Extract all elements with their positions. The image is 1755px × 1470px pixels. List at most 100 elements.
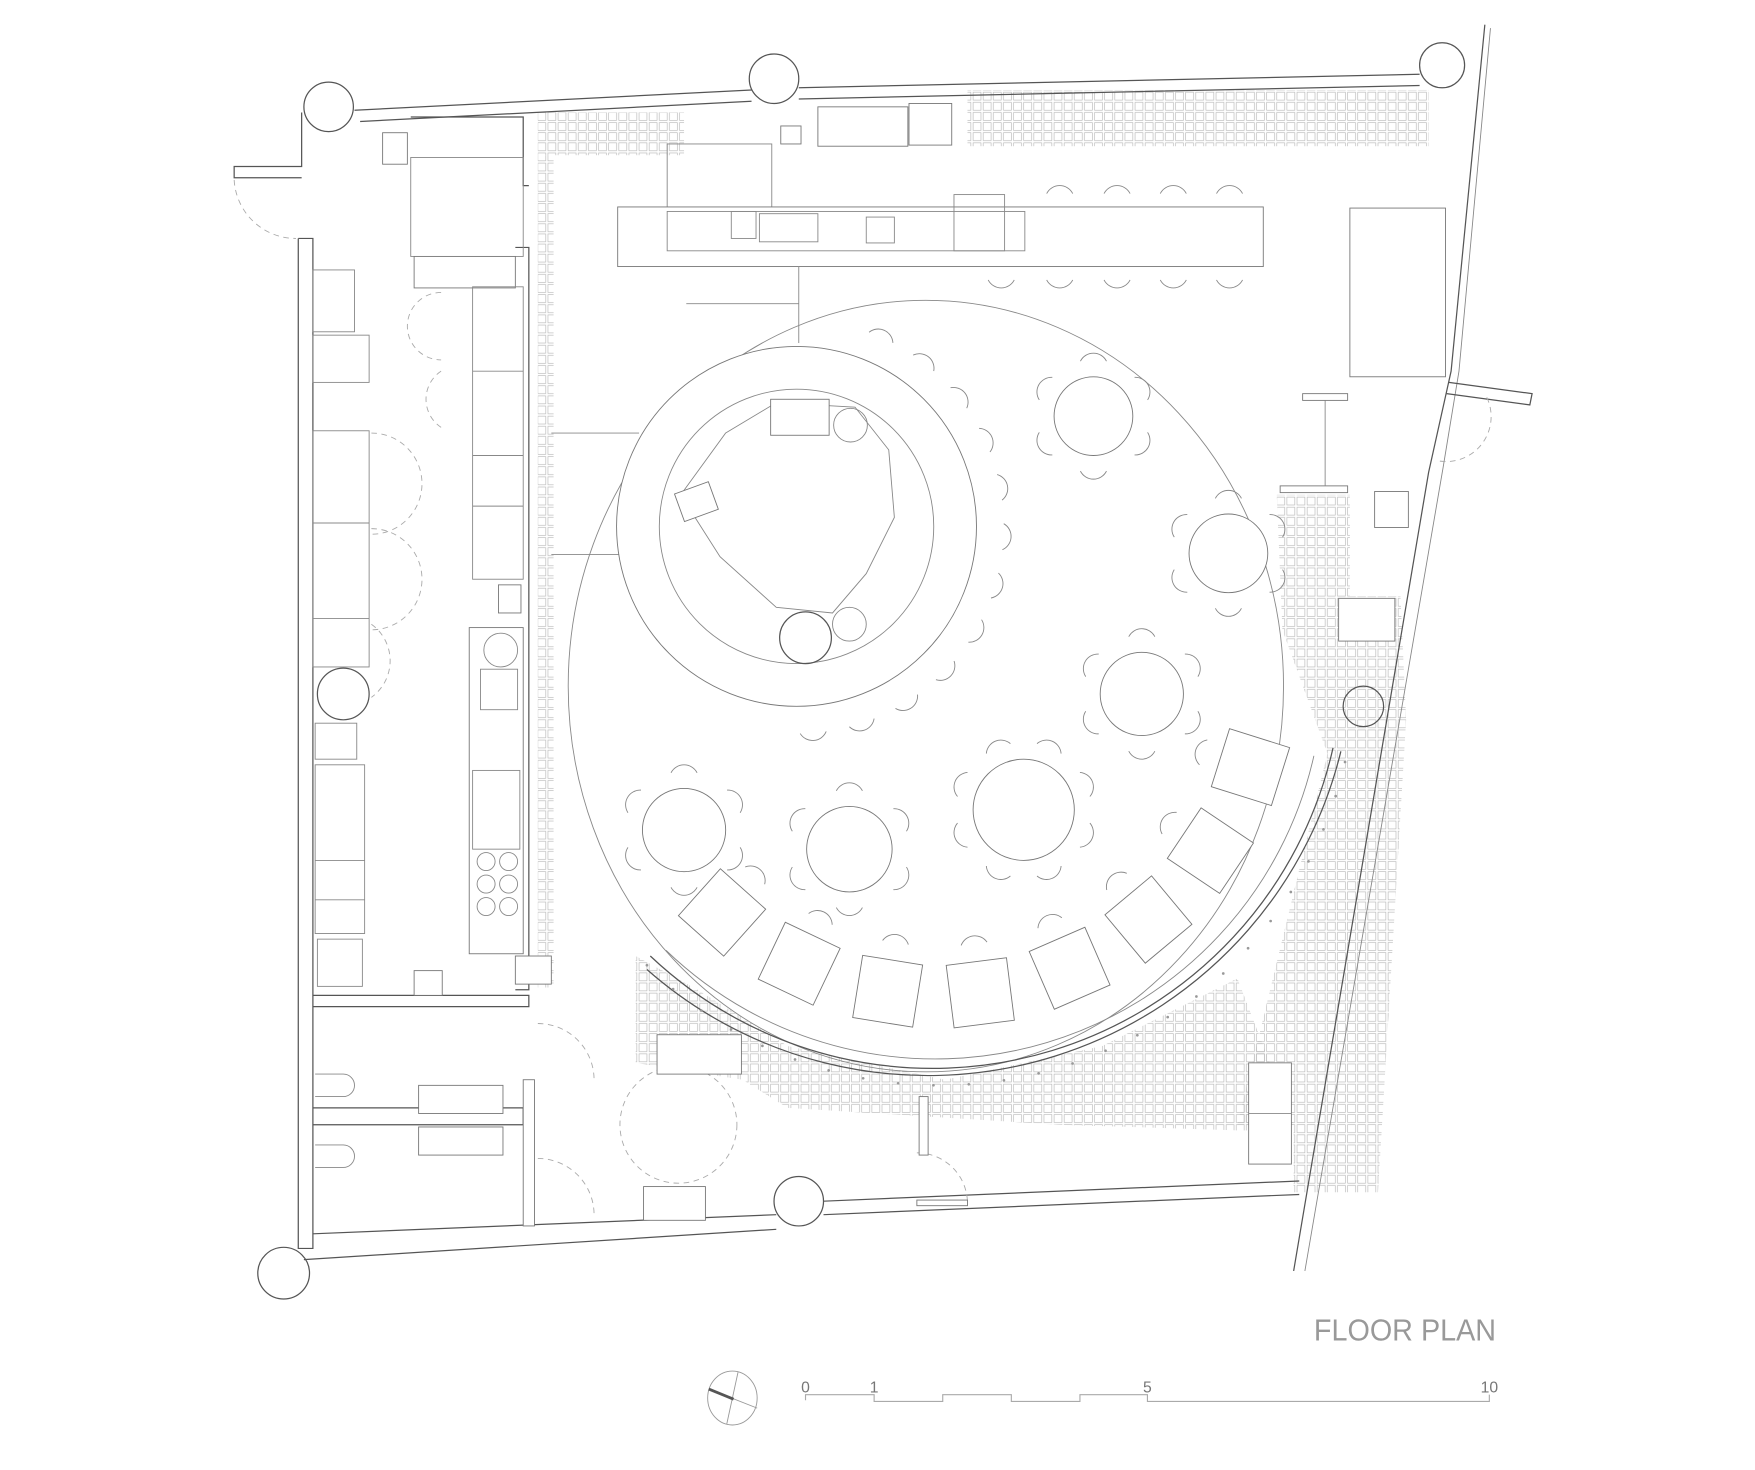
banquette-seam — [671, 987, 675, 991]
plan-title: FLOOR PLAN — [1314, 1315, 1496, 1348]
chair — [835, 907, 863, 916]
booth-table — [1028, 926, 1111, 1010]
banquette-seam — [1037, 1071, 1040, 1075]
chair — [1214, 608, 1242, 617]
chair — [979, 427, 994, 453]
banquette-seam — [793, 1058, 797, 1061]
chair — [1082, 653, 1099, 677]
chair — [1184, 711, 1201, 735]
chair — [1080, 352, 1107, 362]
chair — [1184, 653, 1201, 677]
banquette-seam — [729, 1028, 733, 1031]
chair — [625, 789, 642, 813]
banquette-seam — [1343, 760, 1347, 764]
chair — [849, 718, 875, 732]
banquette-seam — [1166, 1015, 1170, 1019]
chair — [990, 572, 1004, 599]
chair — [1269, 569, 1286, 593]
chair — [1171, 514, 1188, 538]
chair — [1159, 279, 1187, 289]
banquette-seam — [761, 1044, 764, 1048]
scale-label-1: 1 — [870, 1379, 879, 1396]
chair — [789, 808, 806, 832]
tiled-floor — [537, 89, 1429, 1193]
booth-table — [757, 921, 841, 1006]
booth-table — [1210, 728, 1291, 807]
chair — [1134, 376, 1151, 401]
round-table — [1188, 513, 1269, 594]
banquette-seam — [1195, 995, 1198, 998]
chair — [953, 771, 968, 797]
banquette-seam — [967, 1082, 971, 1086]
chair — [1214, 489, 1242, 499]
round-table — [972, 758, 1075, 861]
booth-table — [945, 957, 1015, 1029]
columns — [257, 42, 1466, 1300]
banquette-seam — [896, 1081, 900, 1085]
chair — [1216, 279, 1243, 289]
chair — [953, 822, 968, 848]
chair — [985, 739, 1011, 754]
chair — [1105, 871, 1127, 891]
chair — [1036, 432, 1053, 456]
banquette-seam — [1104, 1049, 1107, 1053]
chair — [912, 353, 935, 372]
chair — [1080, 470, 1107, 480]
chair — [997, 474, 1009, 501]
banquette-seam — [1307, 860, 1310, 863]
chair — [1128, 628, 1156, 637]
banquette-seam — [1322, 827, 1325, 831]
booth-table — [1166, 807, 1255, 895]
booth-table — [852, 954, 924, 1028]
chair — [895, 694, 919, 711]
chair — [835, 782, 863, 792]
banquette-seam — [1135, 1033, 1139, 1037]
chair — [1128, 750, 1156, 760]
banquette-seam — [699, 1009, 703, 1012]
dining-area-outline — [567, 299, 1284, 1073]
chair — [1037, 914, 1063, 929]
chair — [670, 764, 698, 774]
kitchen-fixtures — [312, 132, 968, 1221]
chair — [1171, 569, 1188, 593]
furniture — [625, 185, 1347, 1087]
booth-table — [677, 868, 767, 957]
scale-label-10: 10 — [1481, 1379, 1499, 1396]
banquette — [646, 747, 1342, 1077]
banquette-seam — [827, 1069, 831, 1072]
chair — [1036, 865, 1062, 880]
banquette-seam — [1071, 1062, 1074, 1065]
banquette-seam — [1246, 946, 1250, 950]
booth-table — [1104, 875, 1193, 964]
chair — [1082, 711, 1099, 735]
chair — [935, 660, 956, 681]
scale-label-0: 0 — [801, 1379, 810, 1396]
banquette-seam — [1002, 1078, 1006, 1082]
chair — [625, 847, 642, 871]
chair — [868, 328, 894, 343]
chair — [1046, 279, 1074, 289]
chair — [1002, 523, 1012, 551]
chair — [727, 847, 743, 871]
round-table — [806, 805, 893, 893]
chair — [987, 279, 1015, 289]
circular-bar — [616, 345, 977, 707]
chair — [799, 731, 827, 741]
chair — [985, 865, 1011, 880]
chair — [893, 808, 910, 832]
scale-label-5: 5 — [1143, 1379, 1152, 1396]
chair — [1036, 376, 1053, 401]
chair — [808, 910, 833, 925]
chair — [1216, 185, 1243, 194]
chair — [950, 386, 969, 409]
chair — [1079, 822, 1094, 848]
chair — [1103, 185, 1131, 194]
chair — [1036, 739, 1062, 754]
chair — [670, 887, 698, 896]
chair — [1103, 279, 1131, 289]
round-table — [1099, 651, 1184, 737]
chair — [1046, 185, 1074, 194]
chair — [1079, 771, 1094, 797]
banquette-seam — [1334, 794, 1338, 798]
